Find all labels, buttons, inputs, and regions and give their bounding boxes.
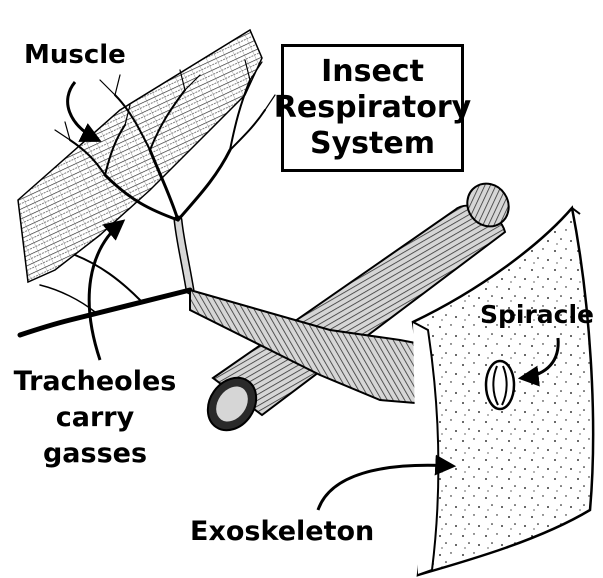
title-line-1: Insect	[321, 54, 424, 90]
tracheoles-label: Tracheoles carry gasses	[10, 364, 180, 472]
tracheoles-label-line-2: carry	[10, 400, 180, 436]
tracheoles-label-line-3: gasses	[10, 436, 180, 472]
spiracle-label: Spiracle	[480, 300, 594, 329]
muscle-arrow	[68, 82, 98, 140]
exoskeleton-label: Exoskeleton	[190, 516, 374, 547]
tracheoles-arrow	[89, 222, 122, 360]
title-line-3: System	[310, 126, 435, 162]
tracheoles-label-line-1: Tracheoles	[10, 364, 180, 400]
spiracle-opening	[486, 361, 514, 409]
muscle-label: Muscle	[24, 40, 126, 70]
title-box: Insect Respiratory System	[281, 44, 464, 172]
title-line-2: Respiratory	[274, 90, 471, 126]
